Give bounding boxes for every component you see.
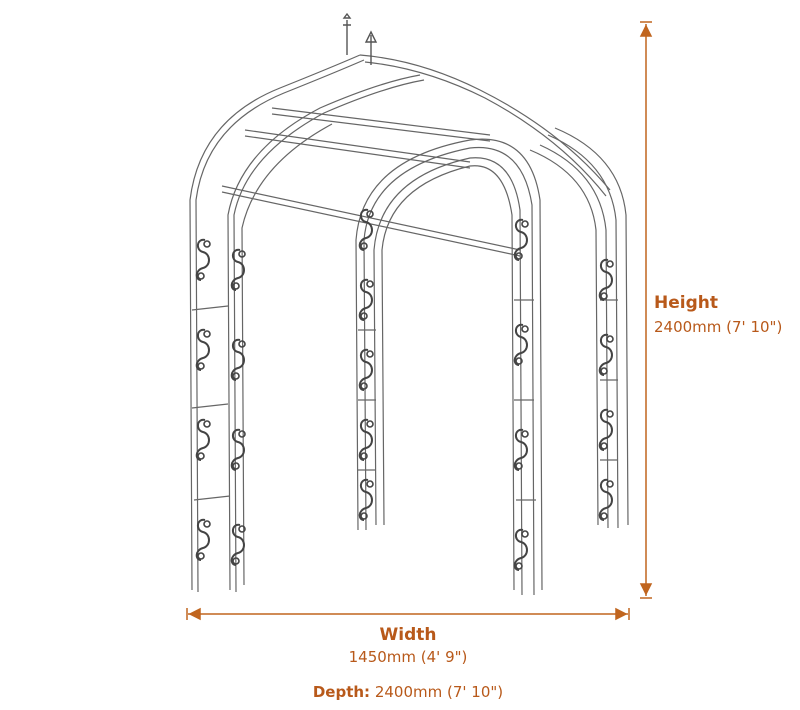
scroll-ornaments <box>195 208 614 571</box>
depth-row: Depth: 2400mm (7' 10") <box>0 683 800 701</box>
width-dimension-line <box>186 607 630 621</box>
arch-frame <box>189 54 629 596</box>
height-label: Height <box>654 293 718 313</box>
height-value: 2400mm (7' 10") <box>654 318 783 336</box>
width-label: Width <box>379 625 437 645</box>
width-value: 1450mm (4' 9") <box>348 648 468 666</box>
finials <box>342 12 378 65</box>
depth-value: 2400mm (7' 10") <box>374 683 504 701</box>
depth-label: Depth: <box>312 683 371 701</box>
height-dimension-line <box>639 21 653 599</box>
